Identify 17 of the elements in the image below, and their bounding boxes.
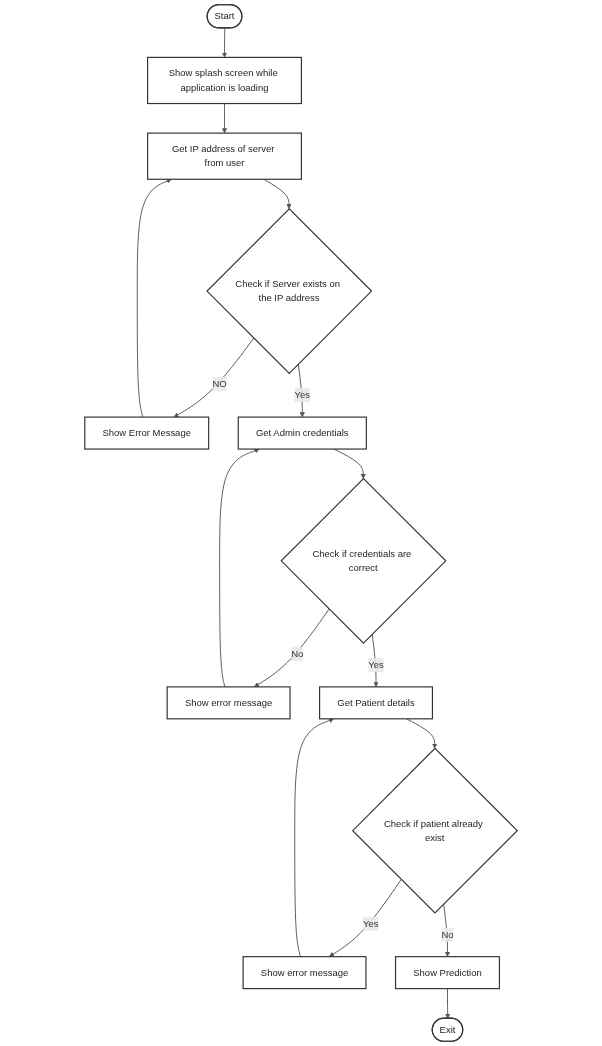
node-box: Show error message <box>166 686 291 720</box>
edge-label: Yes <box>368 659 384 670</box>
edge-label: No <box>291 648 304 659</box>
node-box: Show Error Message <box>84 416 210 450</box>
node-box: Show Prediction <box>394 956 501 990</box>
node-box: Show error message <box>242 956 367 990</box>
edge-label: No <box>441 929 454 940</box>
node-box: Get Patient details <box>319 686 434 720</box>
node-diamond: Check if credentials are correct <box>280 477 447 644</box>
node-box: Get Admin credentials <box>237 416 367 450</box>
node-diamond: Check if patient already exist <box>351 747 519 914</box>
edge-label: Yes <box>294 389 311 400</box>
edge-label: NO <box>212 378 227 389</box>
node-diamond: Check if Server exists on the IP address <box>206 208 373 375</box>
node-box: Show splash screen while application is loading <box>147 56 302 105</box>
node-box: Get IP address of server from user <box>147 132 302 180</box>
edge-label: Yes <box>363 918 379 929</box>
